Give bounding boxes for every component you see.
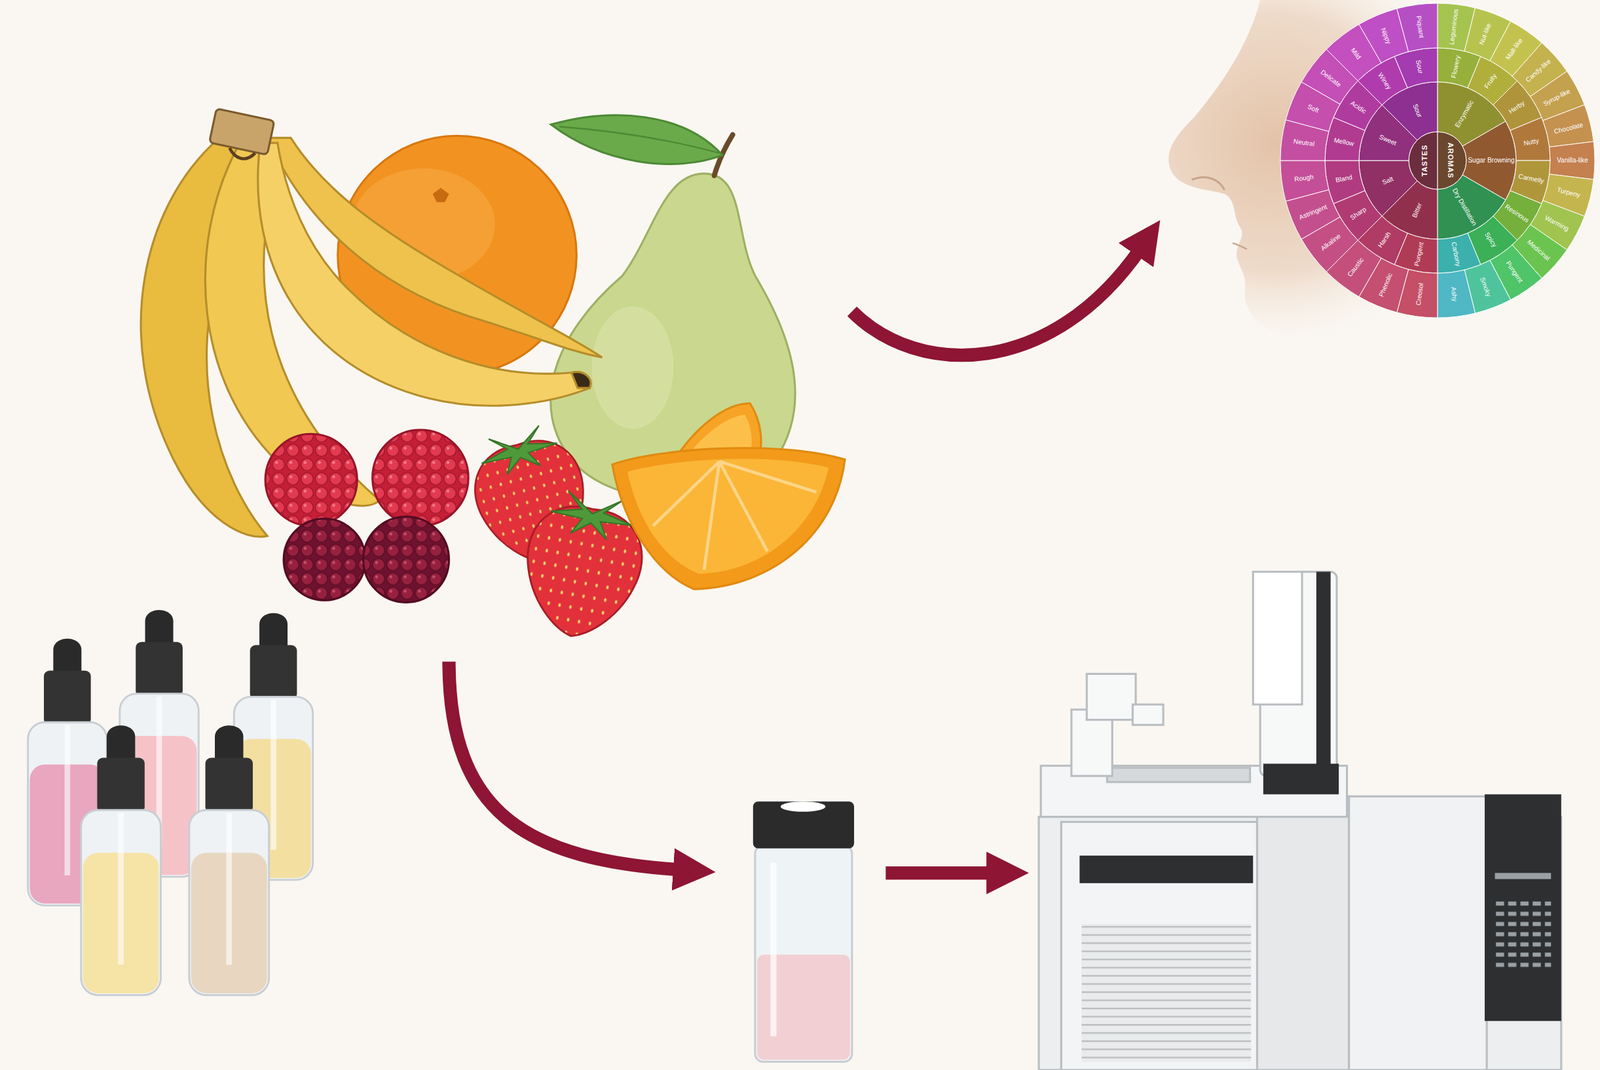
dropper-bottles <box>225 812 232 965</box>
gc-instrument <box>1038 571 1562 1070</box>
gc-instrument <box>1252 571 1303 705</box>
wheel-label: Ashy <box>1449 286 1460 303</box>
orange-slices <box>704 461 720 570</box>
raspberries <box>363 516 450 602</box>
dropper-bottles <box>145 609 174 647</box>
gc-instrument <box>1081 923 1252 1061</box>
banana-bunch <box>229 148 256 159</box>
process-arrows <box>852 248 1141 355</box>
orange-slices <box>652 461 720 526</box>
dropper-bottles <box>259 613 288 650</box>
dropper-bottles <box>189 809 270 995</box>
gc-instrument <box>1086 673 1136 720</box>
sample-vial <box>753 800 855 849</box>
dropper-bottles <box>117 812 124 965</box>
dropper-bottles <box>189 725 270 995</box>
gc-instrument <box>1060 821 1257 1070</box>
human-face <box>1168 0 1460 337</box>
gc-instrument <box>1263 763 1339 795</box>
sample-vial <box>770 862 777 1037</box>
process-arrows <box>449 661 682 870</box>
human-face <box>1168 0 1460 337</box>
wheel-sector <box>1437 269 1475 318</box>
wheel-label: Vanilla-like <box>1556 156 1589 165</box>
dropper-bottles <box>53 638 82 676</box>
gc-instrument <box>1495 872 1552 879</box>
wheel-label: Sugar Browning <box>1467 156 1515 165</box>
wheel-label: AROMAS <box>1446 142 1455 179</box>
orange-slices <box>652 461 817 570</box>
dropper-bottles <box>28 609 314 995</box>
dropper-bottles <box>43 669 92 725</box>
gc-instrument <box>1495 895 1552 968</box>
gc-instrument <box>1349 795 1487 1070</box>
pear-fruit <box>550 115 723 164</box>
human-face <box>1232 242 1247 249</box>
wheel-label: TASTES <box>1420 144 1429 177</box>
dropper-bottles <box>96 757 145 813</box>
orange-slices <box>612 447 845 589</box>
wheel-sector <box>1549 141 1595 180</box>
dropper-bottles <box>250 644 298 699</box>
sample-vial <box>780 800 826 812</box>
strawberries <box>461 417 652 646</box>
process-arrows <box>885 865 995 879</box>
pear-fruit <box>550 115 796 500</box>
raspberries <box>265 433 357 526</box>
gc-instrument <box>1132 704 1164 725</box>
wheel-sector <box>1396 3 1438 52</box>
banana-bunch <box>571 372 591 388</box>
orange-slices <box>719 461 817 492</box>
raspberries <box>265 429 469 602</box>
orange-fruit <box>432 187 450 203</box>
gc-instrument <box>1316 571 1331 766</box>
wheel-sector <box>1543 104 1594 147</box>
dropper-bottles <box>81 809 162 995</box>
dropper-bottles <box>81 725 162 995</box>
pear-fruit <box>559 126 720 154</box>
dropper-bottles <box>106 725 135 763</box>
dropper-bottles <box>270 699 277 850</box>
sample-vial <box>755 844 853 1061</box>
process-arrows <box>449 248 1141 874</box>
gc-instrument <box>1079 855 1253 883</box>
raspberries <box>372 429 469 526</box>
orange-slices <box>627 458 829 574</box>
banana-bunch <box>258 142 591 406</box>
gc-instrument <box>1484 793 1562 1021</box>
dropper-bottles <box>205 757 253 813</box>
sample-vial <box>753 800 855 1061</box>
raspberries <box>283 518 366 601</box>
strawberries <box>476 421 562 480</box>
banana-bunch <box>209 108 275 156</box>
wheel-sector <box>1280 160 1329 202</box>
dropper-bottles <box>214 725 243 763</box>
dropper-bottles <box>64 725 71 875</box>
human-face <box>1191 177 1225 190</box>
gc-instrument <box>1106 767 1250 782</box>
gc-instrument <box>1257 795 1350 1070</box>
orange-slices <box>612 402 845 589</box>
dropper-bottles <box>135 641 183 697</box>
pear-fruit <box>592 305 674 429</box>
